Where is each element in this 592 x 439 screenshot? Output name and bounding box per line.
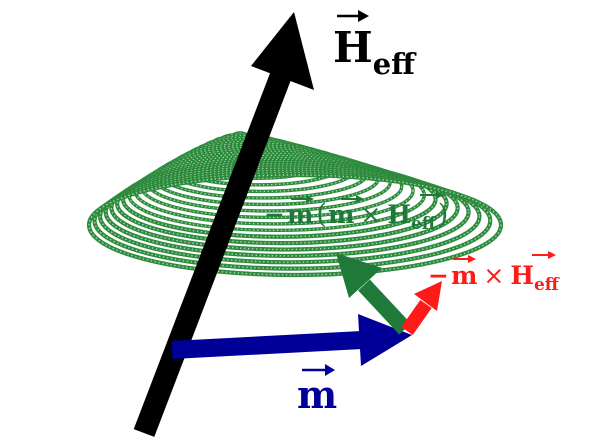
spiral-turn-beads (105, 167, 470, 257)
damping-sub: eff (411, 214, 437, 234)
m-label-main: m (297, 372, 337, 417)
precession-sub: eff (534, 275, 560, 295)
m-label-arrow-tip (325, 364, 335, 376)
damping-term-label: −m(m×Heff) (264, 191, 448, 234)
svg-text:−m(m×Heff): −m(m×Heff) (264, 199, 448, 234)
spiral-turn-beads (88, 174, 502, 276)
damping-vector-head (336, 253, 382, 298)
precession-h: H (510, 261, 534, 290)
m-vector-arrow (171, 314, 412, 366)
damping-m2: m (328, 200, 354, 229)
m-vector-shaft (171, 331, 363, 359)
damping-label-arrow-h-tip (436, 191, 444, 199)
damping-minus: − (264, 200, 285, 229)
heff-label: Heff (333, 10, 417, 81)
spiral-turn-beads (116, 163, 448, 244)
damping-h: H (387, 200, 411, 229)
precession-m: m (451, 261, 477, 290)
precession-cross: × (483, 261, 504, 290)
heff-label-arrow-tip (358, 10, 369, 22)
heff-axis-head (251, 12, 314, 90)
heff-axis-shaft (133, 66, 294, 437)
heff-label-sub: eff (373, 47, 417, 81)
damping-label-arrow-m2-tip (356, 195, 364, 203)
precession-vector-shaft (401, 299, 432, 336)
precession-label-arrow-h-tip (548, 251, 556, 259)
damping-lparen: ( (316, 199, 327, 230)
heff-label-main: H (333, 23, 373, 72)
heff-axis-arrow (133, 12, 314, 437)
precession-minus: − (428, 261, 449, 290)
spiral-turn (92, 170, 493, 271)
spiral-turn-beads (122, 161, 437, 238)
svg-text:Heff: Heff (333, 23, 417, 81)
m-vector-label: m (297, 364, 337, 417)
spiral-turn-beads (140, 154, 403, 219)
spiral-turn-beads (110, 165, 459, 251)
precession-term-label: −m×Heff (428, 251, 560, 295)
damping-m1: m (287, 200, 313, 229)
damping-vector-arrow (336, 253, 411, 335)
damping-vector-shaft (358, 279, 411, 335)
m-vector-head (358, 314, 412, 366)
damping-label-arrow-m1-tip (306, 195, 314, 203)
precession-vector-arrow (401, 281, 442, 336)
spiral-turn-beads (99, 169, 481, 263)
svg-text:−m×Heff: −m×Heff (428, 261, 560, 295)
damping-rparen: ) (438, 199, 449, 230)
precession-vector-head (414, 281, 442, 311)
precession-label-arrow-m-tip (468, 255, 476, 263)
damping-cross: × (360, 200, 381, 229)
